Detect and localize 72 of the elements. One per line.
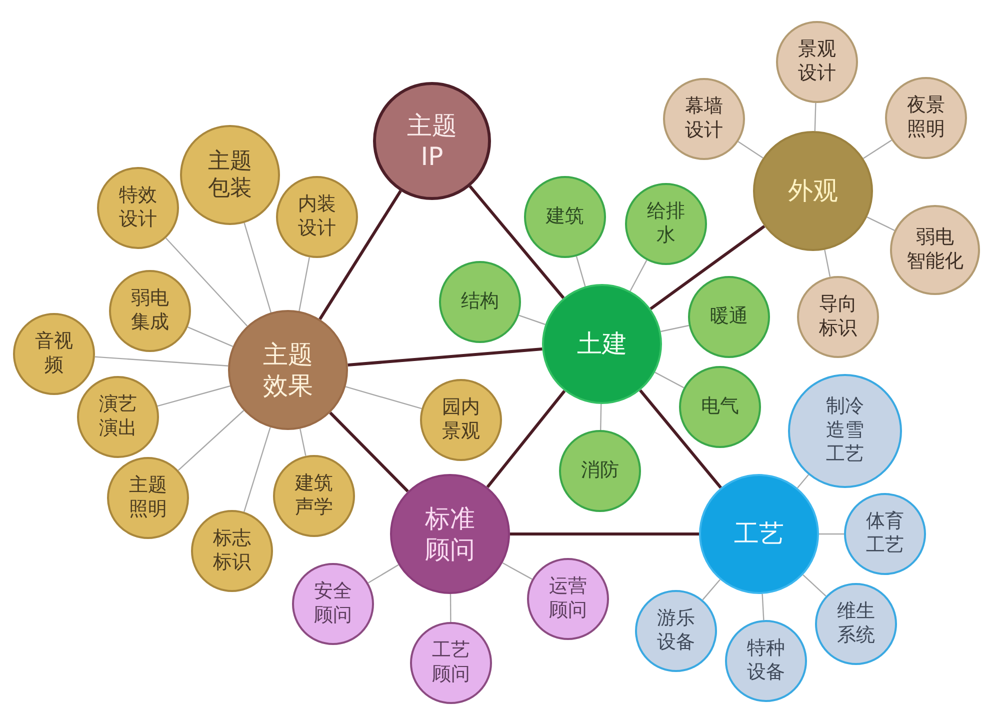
node-label: 主题包装 xyxy=(207,148,253,202)
node-label: 建筑 xyxy=(545,205,585,229)
node-label: 音视频 xyxy=(34,330,74,378)
connector-line xyxy=(654,372,684,388)
connector-line xyxy=(348,348,542,366)
connector-line xyxy=(600,404,602,430)
connector-line xyxy=(318,190,402,320)
node-label: 弱电智能化 xyxy=(906,226,964,274)
node-label: 主题照明 xyxy=(128,474,168,522)
node-label: 游乐设备 xyxy=(656,607,696,655)
node-label: 暖通 xyxy=(709,305,749,329)
node-label: 运营顾问 xyxy=(548,575,588,623)
connector-line xyxy=(329,412,409,492)
node-label: 制冷造雪工艺 xyxy=(825,395,865,467)
node-label: 园内景观 xyxy=(441,396,481,444)
connector-line xyxy=(187,326,234,347)
node-label: 给排水 xyxy=(646,200,686,248)
connector-line xyxy=(738,141,764,158)
node-label: 外观 xyxy=(787,175,839,207)
connector-line xyxy=(502,562,532,580)
node-label: 建筑声学 xyxy=(294,472,334,520)
connector-line xyxy=(863,140,892,159)
connector-line xyxy=(468,185,565,299)
node-label: 特效设计 xyxy=(118,184,158,232)
node-label: 消防 xyxy=(580,459,620,483)
connector-line xyxy=(518,314,546,326)
connector-line xyxy=(814,102,816,132)
node-label: 内装设计 xyxy=(297,193,337,241)
connector-line xyxy=(797,474,809,488)
connector-line xyxy=(244,222,272,313)
connector-line xyxy=(660,324,690,332)
node-label: 维生系统 xyxy=(836,600,876,648)
connector-line xyxy=(298,257,310,312)
node-label: 标准顾问 xyxy=(424,502,476,566)
node-label: 演艺演出 xyxy=(98,393,138,441)
node-label: 弱电集成 xyxy=(130,287,170,335)
connector-line xyxy=(802,574,826,597)
node-label: 景观设计 xyxy=(797,38,837,86)
connector-line xyxy=(94,356,228,366)
connector-line xyxy=(762,594,764,620)
connector-line xyxy=(178,410,244,471)
node-label: 导向标识 xyxy=(818,293,858,341)
node-label: 电气 xyxy=(700,395,740,419)
node-label: 主题效果 xyxy=(262,338,314,402)
connector-line xyxy=(630,260,648,292)
connector-line xyxy=(300,428,306,456)
node-label: 工艺 xyxy=(733,518,785,550)
connector-line xyxy=(650,224,766,310)
connector-line xyxy=(824,250,831,277)
connector-line xyxy=(819,533,844,535)
connector-line xyxy=(639,389,722,489)
connector-line xyxy=(866,216,895,231)
node-label: 主题IP xyxy=(406,110,458,172)
connector-line xyxy=(244,427,271,512)
node-label: 体育工艺 xyxy=(865,510,905,558)
node-label: 土建 xyxy=(576,328,628,360)
connector-line xyxy=(486,390,566,488)
connector-line xyxy=(368,564,399,584)
connector-line xyxy=(157,385,230,407)
node-label: 特种设备 xyxy=(746,637,786,685)
connector-line xyxy=(450,594,452,622)
connector-line xyxy=(702,579,720,600)
connector-line xyxy=(510,532,699,536)
node-label: 夜景照明 xyxy=(906,94,946,142)
connector-line xyxy=(345,386,422,410)
connector-line xyxy=(576,256,586,287)
node-label: 工艺顾问 xyxy=(431,639,471,687)
node-label: 幕墙设计 xyxy=(684,95,724,143)
node-label: 结构 xyxy=(460,290,500,314)
connector-line xyxy=(165,238,248,326)
node-label: 安全顾问 xyxy=(313,580,353,628)
node-label: 标志标识 xyxy=(212,527,252,575)
